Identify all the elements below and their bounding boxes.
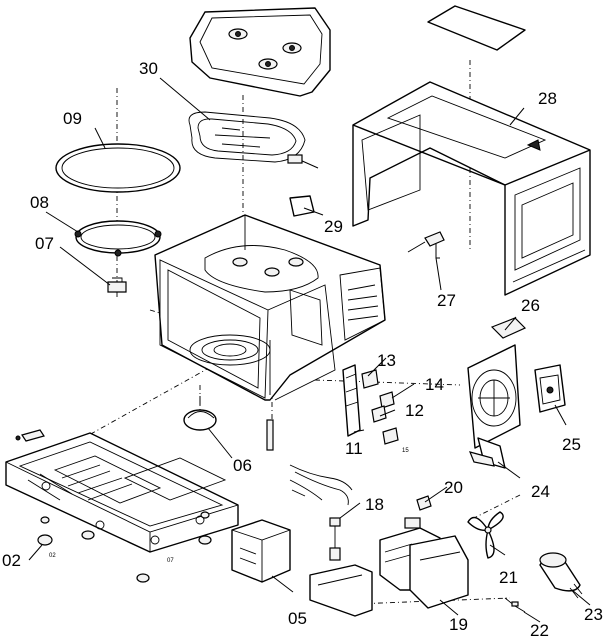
part-capacitor (539, 552, 583, 599)
part-switch-26 (490, 317, 527, 339)
label-part-08: 08 (30, 193, 49, 212)
part-base-plate (5, 432, 239, 553)
part-cover-plate (427, 5, 526, 51)
small-marks: 02 07 15 (49, 448, 409, 564)
part-feet (37, 511, 212, 583)
label-part-05: 05 (288, 609, 307, 628)
part-coupler (107, 277, 127, 293)
part-number-labels: 30 09 08 07 28 29 27 26 13 14 12 11 24 2… (2, 59, 603, 639)
part-hv-diode (329, 517, 341, 561)
label-part-06: 06 (233, 456, 252, 475)
label-part-26: 26 (521, 296, 540, 315)
label-part-18: 18 (365, 495, 384, 514)
mark-15: 15 (402, 448, 409, 454)
part-small-bracket (15, 429, 45, 442)
part-mica-plate (289, 195, 315, 217)
label-part-30: 30 (139, 59, 158, 78)
part-resistor (504, 597, 526, 613)
part-fan-bracket (467, 344, 521, 469)
label-part-12: 12 (405, 401, 424, 420)
part-grill-heater (188, 111, 319, 169)
label-part-23: 23 (584, 605, 603, 624)
label-part-22: 22 (530, 621, 549, 639)
label-part-02: 02 (2, 551, 21, 570)
mark-02: 02 (49, 553, 56, 559)
label-part-07: 07 (35, 234, 54, 253)
label-part-20: 20 (444, 478, 463, 497)
label-part-27: 27 (437, 291, 456, 310)
label-part-09: 09 (63, 109, 82, 128)
part-outer-cabinet (352, 81, 591, 296)
part-fan-motor (534, 364, 566, 413)
label-part-24: 24 (531, 482, 550, 501)
part-switch-bracket (342, 364, 399, 445)
mark-07: 07 (167, 558, 174, 564)
part-wire-harness (289, 464, 353, 506)
part-main-cavity (154, 214, 386, 401)
part-magnetron-bracket (309, 564, 373, 617)
label-part-14: 14 (425, 375, 444, 394)
label-part-11: 11 (345, 439, 363, 458)
label-part-29: 29 (324, 217, 343, 236)
label-part-19: 19 (449, 615, 468, 634)
part-fan-blade (467, 511, 504, 559)
part-roller-ring (74, 220, 162, 257)
part-turntable-glass (55, 143, 181, 193)
part-waveguide-cover (189, 7, 331, 97)
label-part-28: 28 (538, 89, 557, 108)
part-transformer (231, 519, 291, 583)
label-part-21: 21 (499, 568, 518, 587)
part-thermostat (416, 495, 432, 511)
part-magnetron (379, 517, 469, 609)
leader-lines (28, 77, 591, 623)
label-part-13: 13 (377, 351, 396, 370)
part-thermal-fuse (407, 231, 445, 259)
part-turntable-motor (183, 396, 274, 451)
label-part-25: 25 (562, 435, 581, 454)
